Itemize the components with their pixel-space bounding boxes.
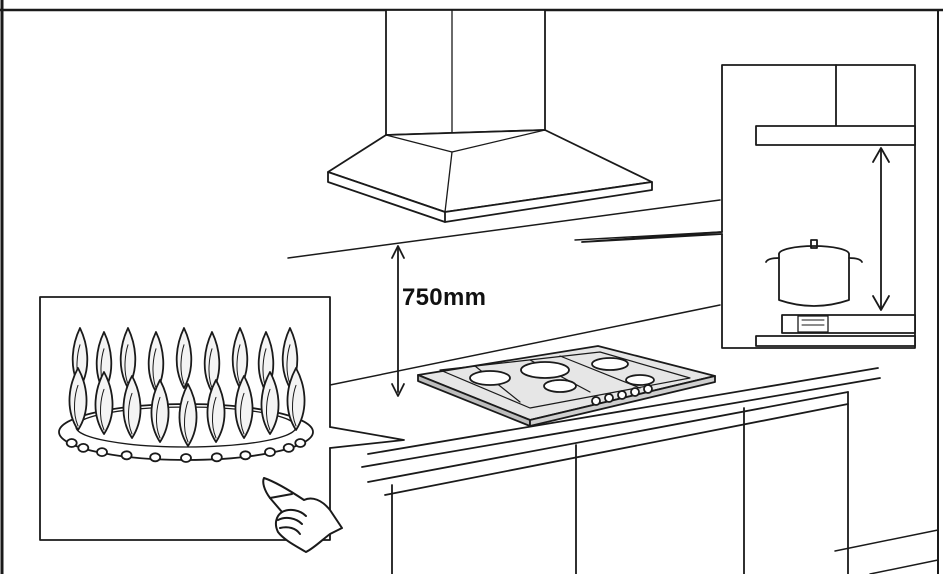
burner-hole bbox=[120, 450, 133, 461]
flame-inner bbox=[265, 388, 271, 431]
flame-inner bbox=[152, 348, 157, 389]
flame-inner bbox=[155, 396, 161, 439]
clearance-label: 750mm bbox=[402, 284, 487, 311]
burner-hole bbox=[77, 442, 90, 453]
flame-inner bbox=[236, 344, 241, 385]
burner-hole bbox=[264, 447, 276, 458]
burner-hole bbox=[282, 442, 295, 453]
burner-hole bbox=[65, 438, 78, 448]
burner-hole bbox=[239, 450, 252, 461]
burner-flame-icon bbox=[58, 327, 314, 463]
burner-hole bbox=[210, 452, 223, 463]
flame-inner bbox=[73, 384, 79, 427]
flame-inner bbox=[124, 344, 129, 385]
pointing-hand-icon bbox=[262, 477, 343, 553]
room-lines bbox=[287, 199, 939, 574]
flame-inner bbox=[183, 400, 189, 443]
cooker-hood bbox=[327, 9, 653, 223]
flame-inner bbox=[239, 392, 245, 435]
flame-inset bbox=[39, 296, 405, 553]
flame-inner bbox=[286, 344, 291, 385]
cooking-pot-icon bbox=[765, 239, 863, 307]
burner-hole bbox=[96, 447, 108, 458]
flame-inner bbox=[211, 396, 217, 439]
burner-hole bbox=[180, 453, 192, 463]
burner-hole bbox=[294, 438, 307, 448]
flame-inner bbox=[127, 392, 133, 435]
clearance-arrow bbox=[391, 245, 405, 397]
flame-inner bbox=[99, 388, 105, 431]
burner-hole bbox=[149, 452, 162, 463]
flame-inner bbox=[208, 348, 213, 389]
flame-inner bbox=[291, 384, 297, 427]
flame-inner bbox=[180, 344, 185, 385]
kitchen-counter bbox=[361, 367, 881, 574]
inset-side-view bbox=[581, 64, 916, 349]
gas-hob bbox=[417, 345, 716, 427]
